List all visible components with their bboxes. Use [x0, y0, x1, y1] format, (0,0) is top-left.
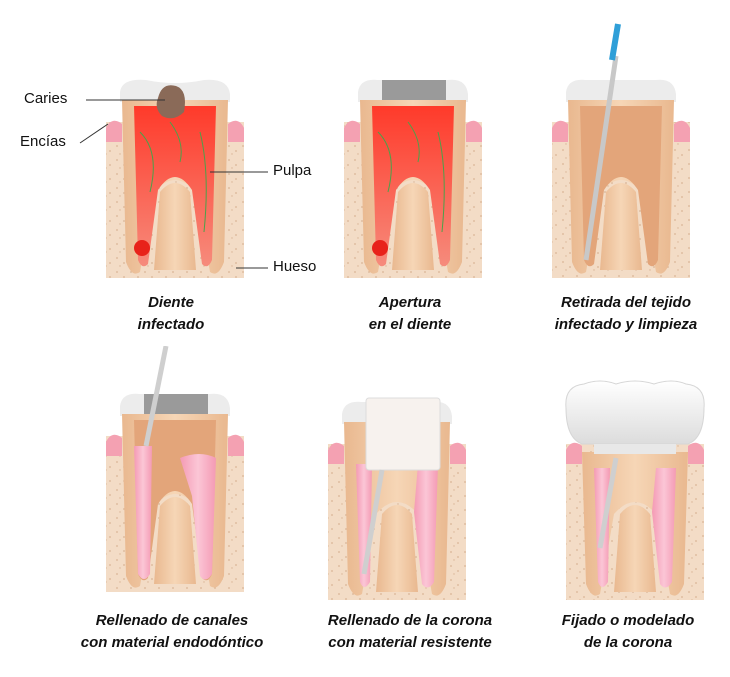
step-5-line2: con material resistente	[328, 634, 492, 651]
step-5-illustration	[322, 394, 472, 604]
caries-label: Caries	[24, 90, 68, 107]
step-1-illustration	[100, 72, 250, 282]
inter-root	[154, 183, 196, 270]
gum-left	[106, 120, 122, 142]
filled-canal-right	[180, 454, 216, 580]
encias-label: Encías	[20, 133, 66, 150]
filling-tool	[143, 346, 169, 447]
step-4-caption: Rellenado de canales con material endodó…	[52, 610, 292, 654]
step-3-line1: Retirada del tejido	[560, 294, 692, 311]
step-6-line2: de la corona	[583, 634, 673, 651]
step-4-line1: Rellenado de canales	[95, 612, 249, 629]
resistant-filling	[365, 397, 441, 471]
step-3-caption: Retirada del tejido infectado y limpieza	[506, 292, 730, 336]
crown	[565, 380, 705, 445]
step-6-line1: Fijado o modelado	[561, 612, 695, 629]
step-5-line1: Rellenado de la corona	[327, 612, 493, 629]
step-3-line2: infectado y limpieza	[554, 316, 698, 333]
opening	[382, 80, 446, 102]
step-1-line1: Diente	[148, 294, 194, 311]
caries-spot	[156, 85, 185, 119]
step-2-caption: Apertura en el diente	[290, 292, 530, 336]
step-1-caption: Diente infectado	[51, 292, 291, 336]
step-4-illustration	[100, 346, 250, 592]
step-1-line2: infectado	[137, 316, 205, 333]
step-2-line1: Apertura	[378, 294, 442, 311]
step-3-illustration	[546, 20, 696, 278]
step-6-illustration	[560, 378, 710, 600]
gum-right	[228, 120, 244, 142]
abscess	[134, 240, 150, 256]
hueso-label: Hueso	[273, 258, 317, 275]
pulpa-label: Pulpa	[273, 162, 312, 179]
file-instrument	[583, 55, 619, 261]
filled-canal-left	[134, 446, 152, 579]
step-4-line2: con material endodóntico	[80, 634, 264, 651]
step-2-illustration	[338, 72, 488, 282]
step-6-caption: Fijado o modelado de la corona	[508, 610, 730, 654]
infected-pulp	[134, 106, 216, 267]
step-2-line2: en el diente	[368, 316, 452, 333]
file-handle	[609, 23, 621, 61]
step-5-caption: Rellenado de la corona con material resi…	[290, 610, 530, 654]
